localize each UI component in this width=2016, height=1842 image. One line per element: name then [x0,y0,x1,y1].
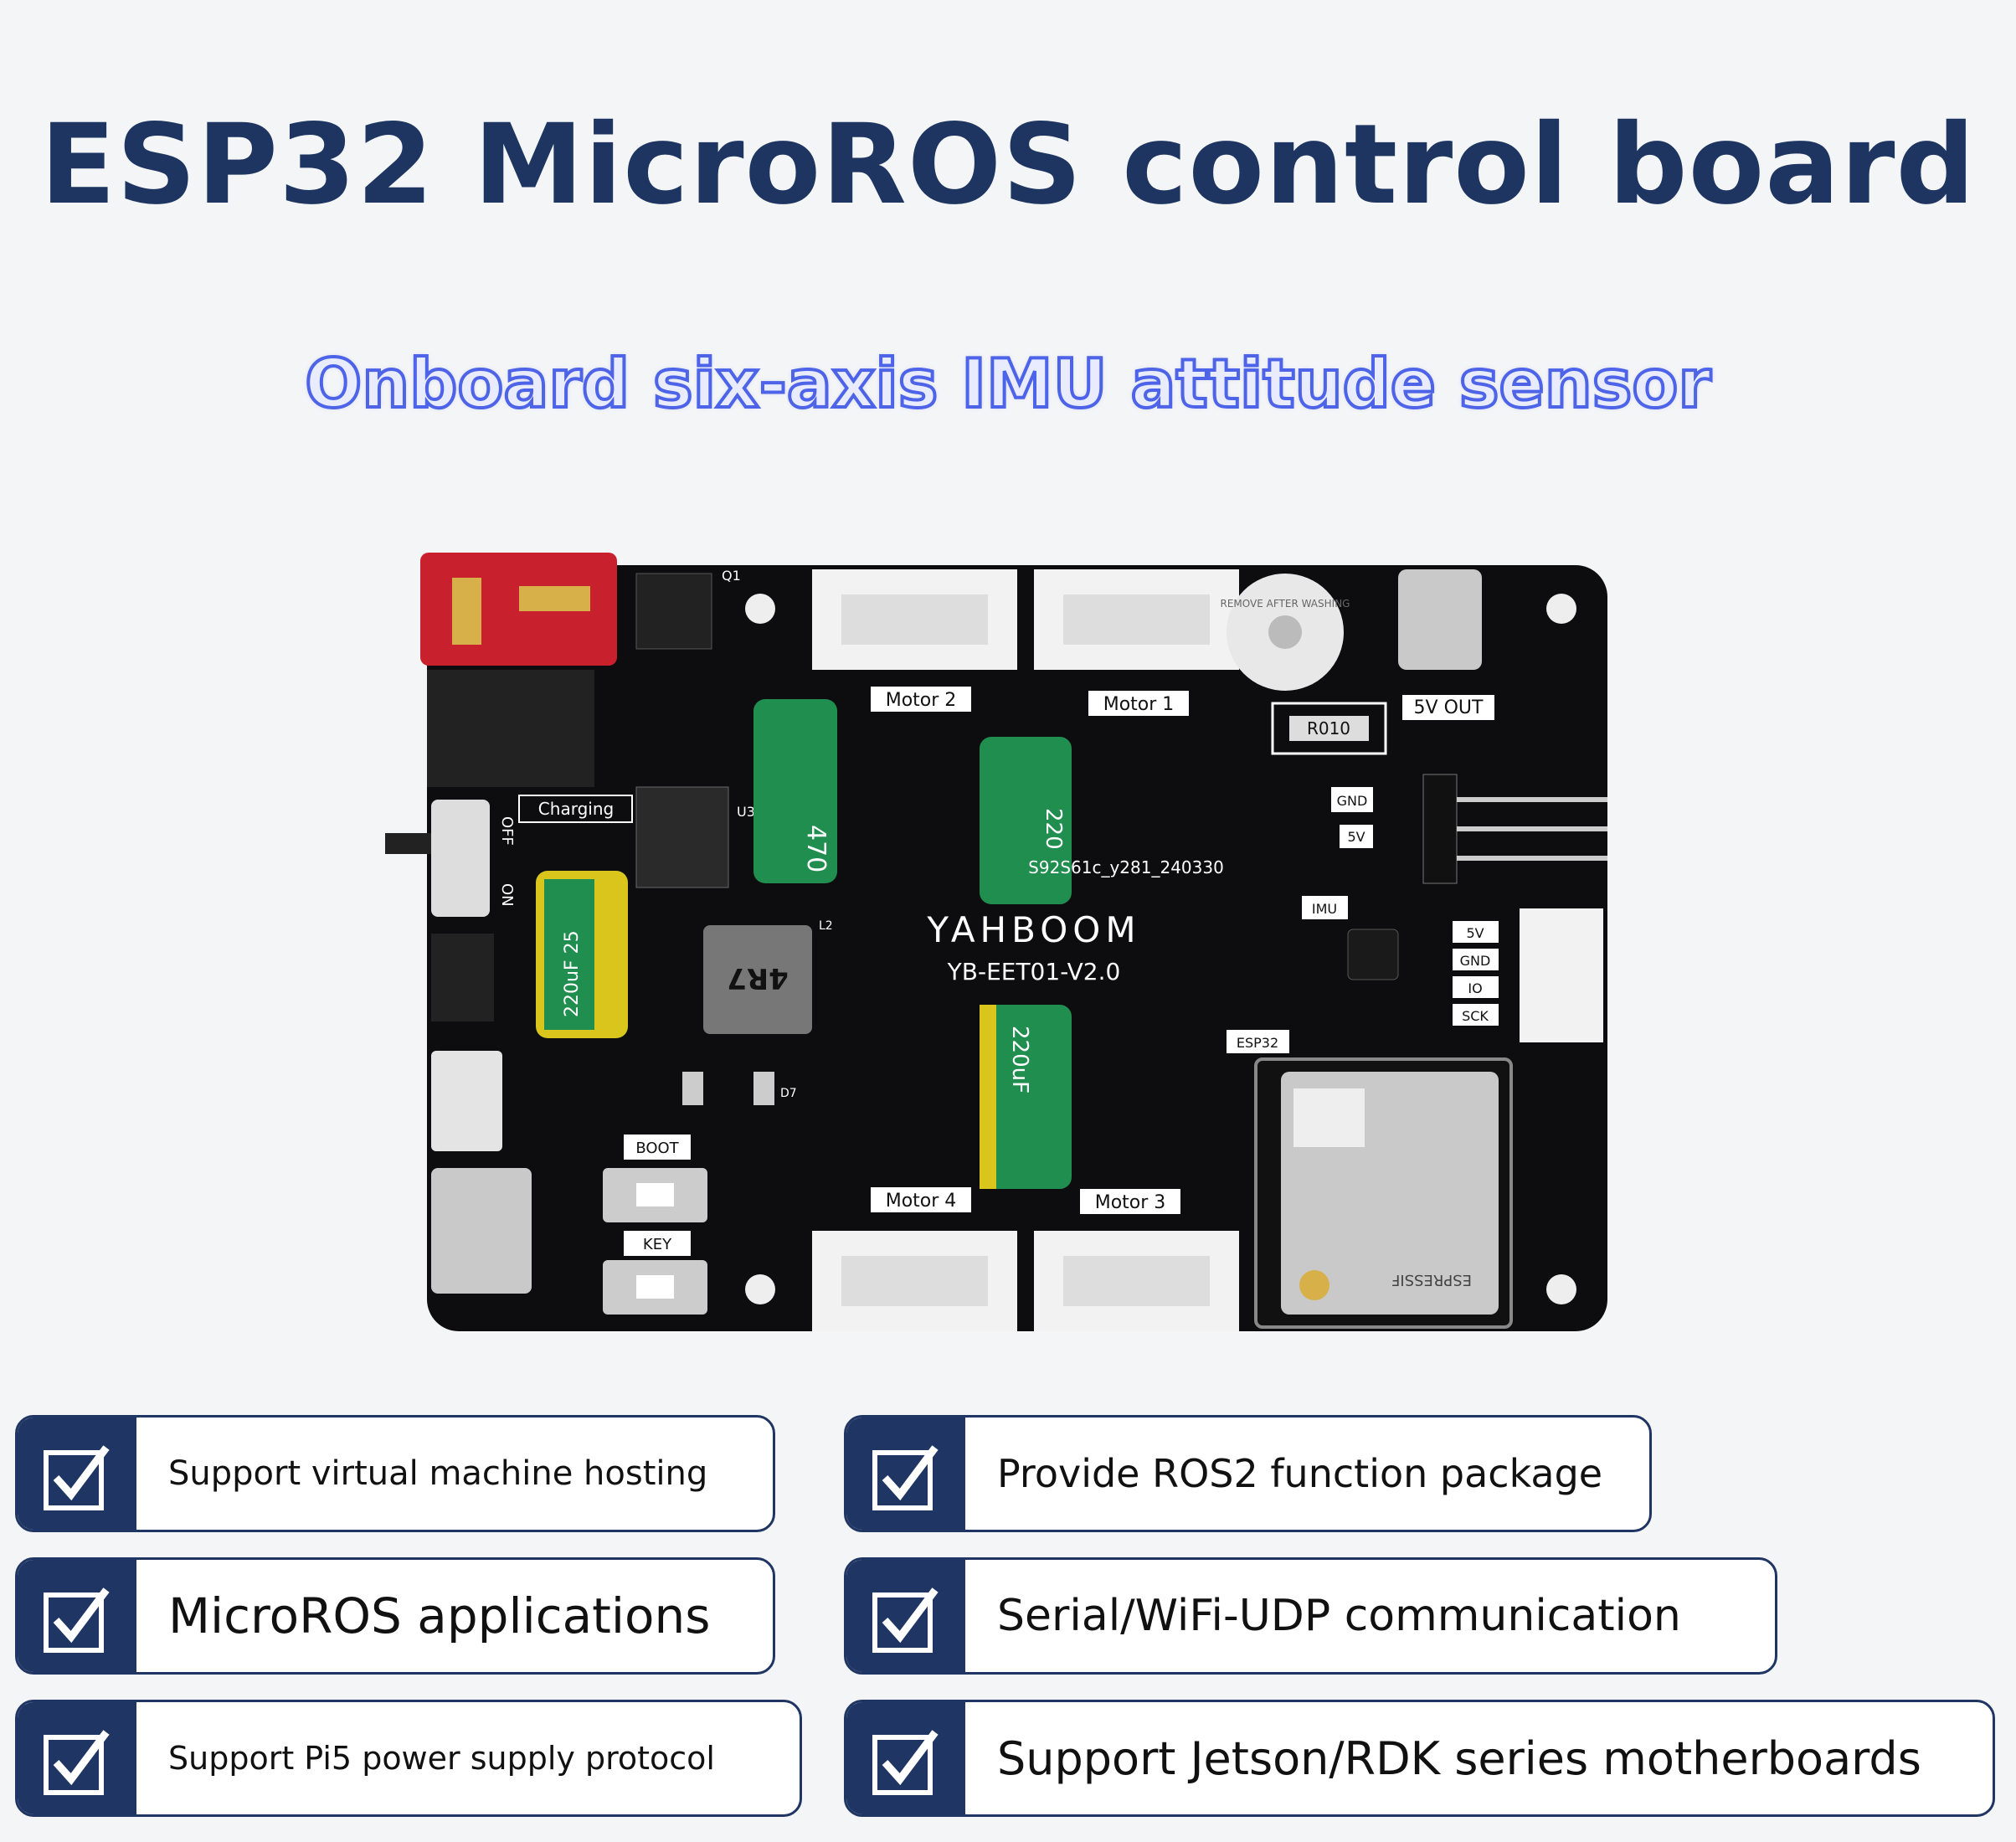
label-gnd: GND [1337,793,1368,809]
label-model: YB-EET01-V2.0 [947,958,1121,985]
label-u3: U3 [737,804,755,820]
label-brand: YAHBOOM [926,909,1140,950]
label-sv: 5V [1466,925,1484,941]
checkbox-checked-icon [846,1418,965,1530]
label-motor-3: Motor 3 [1095,1192,1166,1213]
label-d7: D7 [780,1087,797,1100]
feature-label: Support virtual machine hosting [168,1454,708,1493]
label-inductor: 4R7 [727,961,789,995]
label-remove: REMOVE AFTER WASHING [1221,598,1350,610]
label-on: ON [498,883,516,907]
capacitor-green-center-top [980,737,1072,904]
page-subtitle: Onboard six-axis IMU attitude sensor [303,343,1713,424]
side-connector [1520,908,1603,1042]
label-motor-2: Motor 2 [886,690,957,711]
label-gnd2: GND [1460,953,1491,969]
label-serial: S92S61c_y281_240330 [1028,857,1224,877]
imu-chip [1347,929,1399,980]
label-cap-220b: 220uF [1007,1026,1032,1093]
label-motor-1: Motor 1 [1103,694,1175,715]
feature-label: Provide ROS2 function package [997,1451,1603,1496]
label-off: OFF [498,816,516,846]
label-sck: SCK [1462,1008,1489,1024]
label-charging: Charging [538,799,614,819]
feature-microros-applications: MicroROS applications [15,1557,775,1675]
feature-label: Serial/WiFi-UDP communication [997,1591,1681,1641]
label-cap-220: 220 [1041,808,1066,850]
mounting-hole [1546,594,1576,624]
label-5v: 5V [1347,829,1365,845]
label-l2: L2 [819,919,833,933]
label-espressif: ESPRESSIF [1391,1271,1472,1289]
checkbox-checked-icon [846,1702,965,1814]
checkbox-checked-icon [18,1702,136,1814]
feature-ros2-package: Provide ROS2 function package [844,1415,1652,1532]
label-boot: BOOT [635,1140,679,1157]
pin-header [1422,774,1458,884]
label-cap-small: 220uF 25 [562,930,583,1017]
feature-serial-wifi-udp: Serial/WiFi-UDP communication [844,1557,1777,1675]
checkbox-checked-icon [846,1560,965,1672]
inductor [703,925,812,1034]
mounting-hole [1546,1274,1576,1304]
label-q1: Q1 [722,568,741,584]
feature-virtual-machine-hosting: Support virtual machine hosting [15,1415,775,1532]
label-key: KEY [643,1236,672,1253]
capacitor-green-center-bottom [980,1005,1072,1189]
label-resistor: R010 [1307,718,1350,738]
feature-label: Support Jetson/RDK series motherboards [997,1731,1921,1785]
control-board-image: Q1 OFF ON Charging U3 220uF 25 470 4R7 L… [385,548,1616,1344]
mounting-hole [745,1274,775,1304]
usb-c-port-top [1398,569,1482,670]
mounting-hole [745,594,775,624]
label-io: IO [1468,980,1482,996]
label-esp32: ESP32 [1237,1035,1278,1051]
checkbox-checked-icon [18,1418,136,1530]
label-motor-4: Motor 4 [886,1191,957,1212]
capacitor-green-large [753,699,837,883]
feature-jetson-rdk: Support Jetson/RDK series motherboards [844,1700,1995,1817]
label-5v-out: 5V OUT [1414,697,1484,718]
feature-label: Support Pi5 power supply protocol [168,1740,715,1777]
label-imu: IMU [1312,901,1337,917]
feature-pi5-power: Support Pi5 power supply protocol [15,1700,802,1817]
label-cap-large: 470 [801,825,831,872]
page-title: ESP32 MicroROS control board [40,100,1976,229]
feature-label: MicroROS applications [168,1587,711,1644]
checkbox-checked-icon [18,1560,136,1672]
